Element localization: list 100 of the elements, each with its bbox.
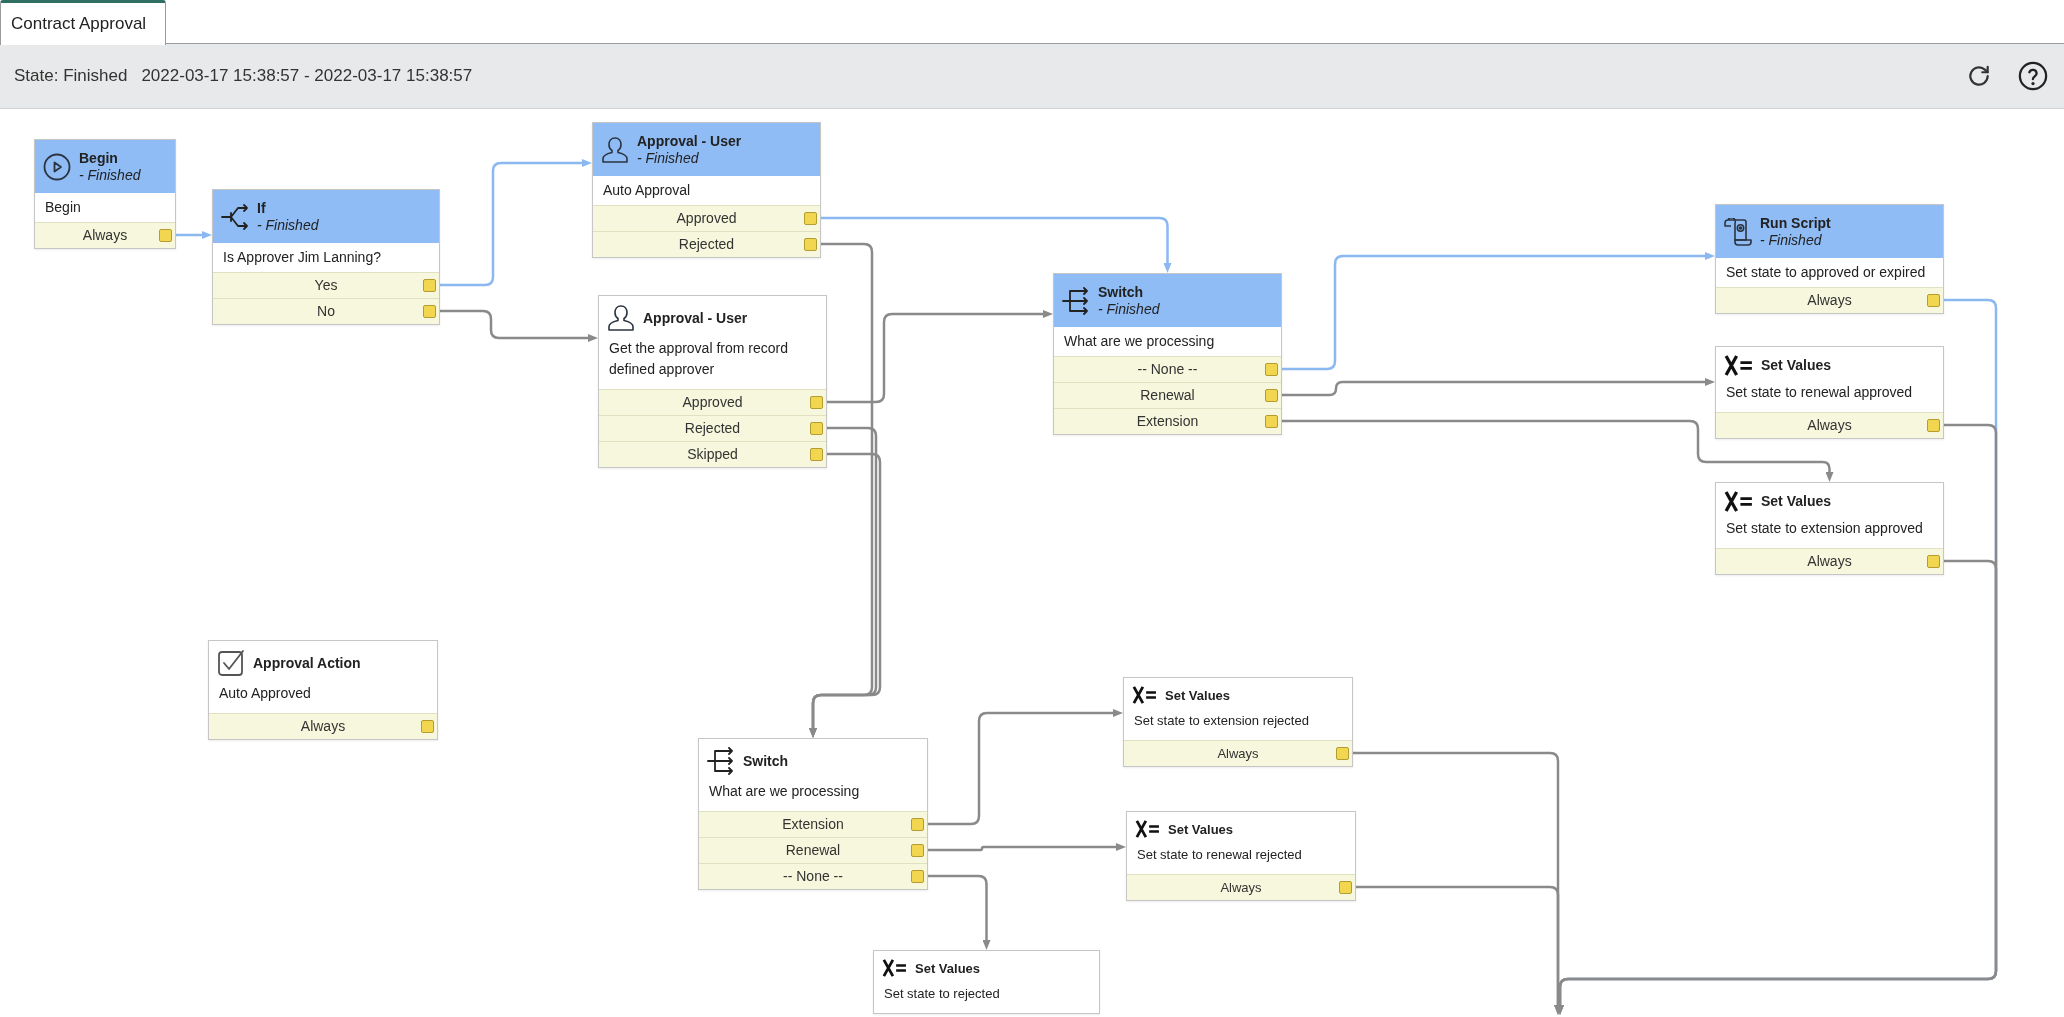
activity-card	[208, 640, 438, 740]
condition-label: Always	[1807, 291, 1852, 310]
condition-label: Yes	[314, 276, 338, 295]
time-range-label: 2022-03-17 15:38:57 - 2022-03-17 15:38:57	[141, 65, 473, 88]
connector	[1281, 252, 1715, 371]
condition-row	[213, 298, 439, 324]
condition-label: Rejected	[684, 419, 741, 438]
activity-title: Set Values	[1761, 493, 1832, 510]
connector	[1281, 378, 1715, 397]
activity-description: Get the approval from record defined approver	[608, 339, 789, 379]
condition-row	[1054, 356, 1281, 382]
condition-row	[213, 272, 439, 298]
activity-description: Set state to approved or expired	[1725, 263, 1927, 282]
condition-label: Rejected	[678, 235, 735, 254]
condition-label: Extension	[1136, 412, 1199, 431]
condition-label: Renewal	[1140, 386, 1195, 405]
condition-label: Always	[1807, 552, 1852, 571]
condition-row	[35, 222, 175, 248]
activity-title: Set Values	[1168, 820, 1234, 838]
condition-row	[699, 837, 927, 863]
connector	[439, 159, 592, 287]
condition-label: -- None --	[1137, 360, 1198, 379]
activity-description: Auto Approval	[602, 181, 692, 200]
condition-row	[599, 415, 826, 441]
status-label: - Finished	[637, 149, 700, 167]
activity-title: If	[257, 199, 267, 217]
connector	[175, 231, 212, 239]
activity-card	[598, 295, 827, 468]
condition-label: Always	[82, 226, 128, 245]
activity-card	[34, 139, 176, 249]
status-label: - Finished	[257, 216, 319, 234]
condition-row	[1716, 412, 1943, 438]
condition-row	[593, 205, 820, 231]
connector	[927, 709, 1123, 826]
activity-description: Set state to extension rejected	[1133, 712, 1310, 730]
tab: Contract Approval	[0, 0, 166, 45]
activity-card	[212, 189, 440, 325]
activity-description: Auto Approved	[218, 684, 312, 703]
activity-card	[1715, 204, 1944, 314]
condition-row	[599, 441, 826, 467]
condition-row	[699, 863, 927, 889]
condition-row	[599, 389, 826, 415]
activity-title: Switch	[743, 752, 789, 770]
condition-row	[1054, 382, 1281, 408]
condition-label: Renewal	[785, 841, 841, 860]
activity-description: Set state to renewal approved	[1725, 383, 1913, 402]
connector	[927, 843, 1126, 852]
condition-label: Always	[1220, 878, 1262, 897]
activity-card	[1123, 677, 1353, 767]
connector	[927, 874, 991, 950]
connector	[1556, 559, 1998, 1015]
activity-card	[1715, 346, 1944, 439]
connector	[820, 216, 1172, 273]
connector	[1281, 419, 1834, 482]
activity-card	[592, 122, 821, 258]
activity-card	[698, 738, 928, 890]
connector	[826, 310, 1053, 404]
activity-description: Set state to renewal rejected	[1136, 846, 1303, 864]
condition-label: Always	[300, 717, 346, 736]
condition-row	[1716, 287, 1943, 313]
condition-label: Always	[1217, 744, 1259, 763]
activity-description: Begin	[44, 198, 82, 217]
activity-title: Approval Action	[253, 654, 361, 672]
condition-label: Always	[1807, 416, 1852, 435]
condition-row	[209, 713, 437, 739]
condition-row	[1054, 408, 1281, 434]
condition-label: Approved	[676, 209, 737, 228]
activity-title: Set Values	[915, 959, 981, 977]
activity-title: Switch	[1098, 283, 1145, 301]
condition-row	[1124, 740, 1352, 766]
activity-description: Set state to extension approved	[1725, 519, 1924, 538]
activity-card	[873, 950, 1100, 1014]
activity-title: Begin	[79, 149, 119, 167]
activity-title: Approval - User	[643, 309, 748, 327]
status-label: - Finished	[79, 166, 141, 184]
condition-label: Extension	[782, 815, 844, 834]
status-label: - Finished	[1760, 231, 1823, 249]
activity-card	[1053, 273, 1282, 435]
condition-label: -- None --	[783, 867, 843, 886]
activity-description: Set state to rejected	[883, 985, 1001, 1003]
activity-title: Approval - User	[637, 132, 742, 150]
condition-row	[1716, 548, 1943, 574]
condition-row	[1127, 874, 1355, 900]
condition-label: Skipped	[687, 445, 738, 464]
activity-title: Set Values	[1165, 686, 1231, 704]
condition-row	[593, 231, 820, 257]
activity-card	[1715, 482, 1944, 575]
activity-title: Run Script	[1760, 214, 1831, 232]
status-label: - Finished	[1098, 300, 1160, 318]
activity-description: What are we processing	[1063, 332, 1216, 351]
activity-title: Set Values	[1761, 357, 1832, 374]
connector	[1355, 885, 1562, 1015]
state-label: State: Finished	[14, 65, 128, 88]
activity-description: Is Approver Jim Lanning?	[222, 248, 382, 267]
activity-description: What are we processing	[708, 782, 861, 801]
condition-label: No	[317, 302, 335, 321]
condition-row	[699, 811, 927, 837]
connector	[439, 309, 598, 342]
condition-label: Approved	[682, 393, 743, 412]
activity-card	[1126, 811, 1356, 901]
